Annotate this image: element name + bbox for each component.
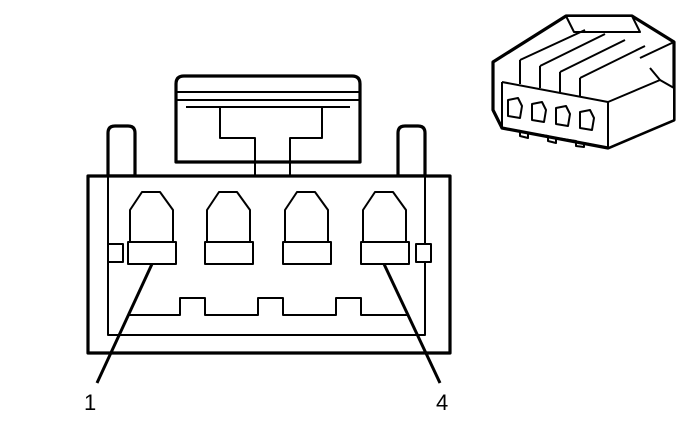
left-lock-window xyxy=(107,243,124,263)
right-post xyxy=(396,124,427,178)
latch-tab-detail xyxy=(176,91,360,177)
latch-tab xyxy=(174,74,362,164)
leader-line-1 xyxy=(95,263,154,384)
connector-face-view: 1 4 xyxy=(84,74,452,415)
connector-isometric-view xyxy=(491,14,676,150)
right-lock-window xyxy=(415,243,432,263)
left-post xyxy=(106,124,137,178)
pin-label-4: 4 xyxy=(436,390,448,415)
terminal-cavity-2 xyxy=(204,191,254,265)
terminal-cavity-1 xyxy=(127,191,177,265)
terminal-cavity-3 xyxy=(282,191,332,265)
terminal-cavity-4 xyxy=(360,191,410,265)
pin-label-1: 1 xyxy=(84,390,96,415)
bottom-key-notches xyxy=(128,297,407,316)
leader-line-4 xyxy=(382,263,442,384)
